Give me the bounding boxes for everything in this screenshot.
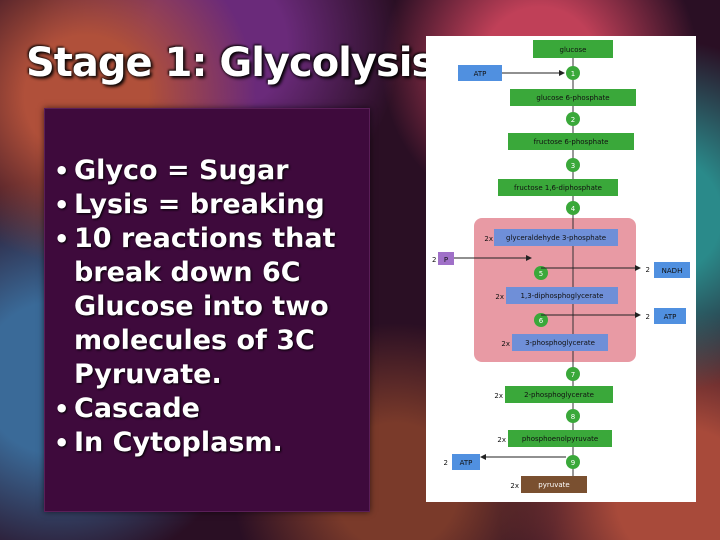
bullet-list: •Glyco = Sugar •Lysis = breaking •10 rea…: [52, 154, 362, 460]
nadh-label: NADH: [662, 267, 683, 275]
molecule-box: [508, 133, 634, 150]
step-circle: [566, 66, 580, 80]
bullet-text: Glyco = Sugar: [74, 155, 289, 186]
bullet-text: 10 reactions that break down 6C Glucose …: [74, 223, 336, 390]
energy-box: [654, 262, 690, 278]
step-circle: [566, 201, 580, 215]
p-count: 2: [432, 256, 436, 264]
bullet-text: Lysis = breaking: [74, 189, 325, 220]
multiplier-label: 2x: [484, 235, 493, 243]
molecule-label: fructose 1,6-diphosphate: [514, 184, 602, 192]
molecule-box: [506, 287, 618, 304]
bullet-text: In Cytoplasm.: [74, 427, 283, 458]
step-circle: [566, 158, 580, 172]
molecule-label: fructose 6-phosphate: [534, 138, 609, 146]
step-number: 5: [539, 270, 543, 278]
molecule-box: [512, 334, 608, 351]
bullet-dot-icon: •: [54, 191, 70, 219]
bullet-dot-icon: •: [54, 157, 70, 185]
step-number: 6: [539, 317, 544, 325]
multiplier-label: 2x: [497, 436, 506, 444]
molecule-box: [521, 476, 587, 493]
molecule-box: [510, 89, 636, 106]
energy-box: [458, 65, 502, 81]
multiplier-label: 2x: [510, 482, 519, 490]
multiplier-label: 2x: [495, 293, 504, 301]
step-circle: [566, 367, 580, 381]
p-box: [438, 252, 454, 265]
glycolysis-diagram: 1 2 3 4 5 6 7 8 9 glucose glucose 6-phos…: [432, 40, 690, 493]
atp-out2-label: ATP: [460, 459, 473, 467]
molecule-label: glyceraldehyde 3-phosphate: [506, 234, 606, 242]
step-number: 1: [571, 70, 575, 78]
step-number: 8: [571, 413, 575, 421]
step-number: 2: [571, 116, 575, 124]
atp-out1-count: 2: [646, 313, 650, 321]
atp-out1-label: ATP: [664, 313, 677, 321]
molecule-box: [533, 40, 613, 58]
atp-out2-count: 2: [444, 459, 448, 467]
molecule-label: phosphoenolpyruvate: [522, 435, 598, 443]
molecule-box: [505, 386, 613, 403]
molecule-box: [498, 179, 618, 196]
step-circle: [566, 112, 580, 126]
slide-title: Stage 1: Glycolysis: [26, 40, 435, 86]
bullet-dot-icon: •: [54, 225, 70, 253]
bullet-item: •In Cytoplasm.: [52, 426, 362, 460]
step-number: 3: [571, 162, 575, 170]
molecule-label: glucose: [560, 46, 587, 54]
bullet-item: •Lysis = breaking: [52, 188, 362, 222]
molecule-label: 2-phosphoglycerate: [524, 391, 594, 399]
molecule-label: 1,3-diphosphoglycerate: [521, 292, 604, 300]
step-number: 9: [571, 459, 575, 467]
bullet-dot-icon: •: [54, 395, 70, 423]
step-circle: [566, 455, 580, 469]
bullet-text: Cascade: [74, 393, 200, 424]
step-number: 4: [571, 205, 576, 213]
nadh-count: 2: [646, 266, 650, 274]
energy-box: [452, 454, 480, 470]
multiplier-label: 2x: [501, 340, 510, 348]
multiplier-label: 2x: [494, 392, 503, 400]
step-circle: [534, 313, 548, 327]
step-number: 7: [571, 371, 575, 379]
step-circle: [534, 266, 548, 280]
glycolysis-diagram-panel: 1 2 3 4 5 6 7 8 9 glucose glucose 6-phos…: [426, 36, 696, 502]
molecule-box: [494, 229, 618, 246]
bullet-panel: [44, 108, 370, 512]
atp-input-label: ATP: [474, 70, 487, 78]
bullet-item: •Glyco = Sugar: [52, 154, 362, 188]
step-circle: [566, 409, 580, 423]
bullet-item: •10 reactions that break down 6C Glucose…: [52, 222, 362, 392]
energy-box: [654, 308, 686, 324]
molecule-box: [508, 430, 612, 447]
molecule-label: 3-phosphoglycerate: [525, 339, 595, 347]
p-label: P: [444, 256, 448, 264]
molecule-label: pyruvate: [538, 481, 569, 489]
bullet-item: •Cascade: [52, 392, 362, 426]
molecule-label: glucose 6-phosphate: [536, 94, 609, 102]
bullet-dot-icon: •: [54, 429, 70, 457]
